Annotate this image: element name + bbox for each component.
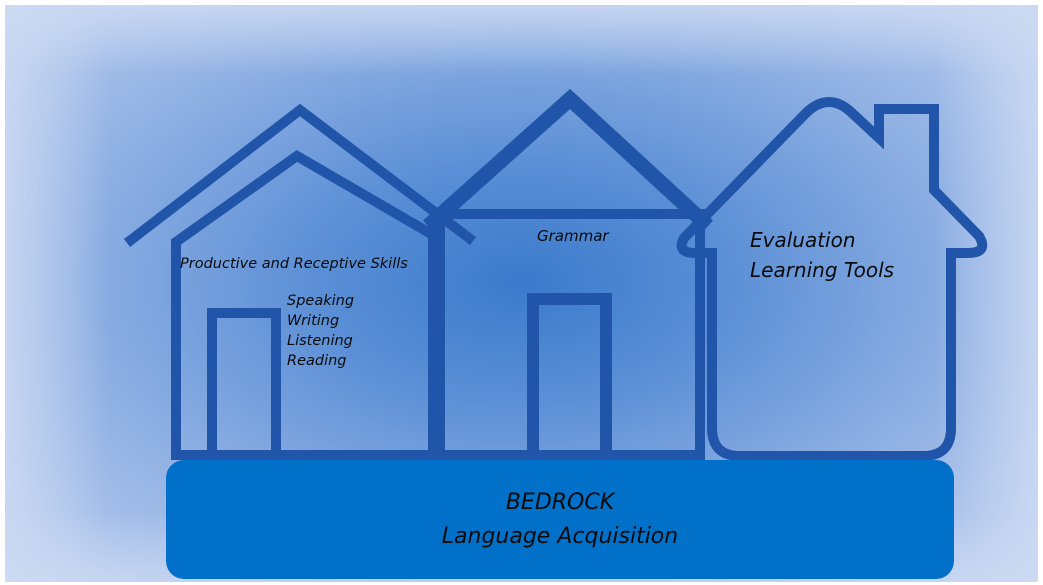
skills-list: Speaking Writing Listening Reading bbox=[287, 291, 354, 371]
skills-house-door bbox=[207, 308, 281, 455]
skill-item-writing: Writing bbox=[287, 313, 340, 329]
evaluation-house-labels: Evaluation Learning Tools bbox=[750, 225, 894, 285]
evaluation-house-body bbox=[676, 97, 988, 461]
skills-house-body bbox=[171, 150, 438, 460]
evaluation-label: Evaluation bbox=[750, 228, 856, 252]
bedrock-title: BEDROCK bbox=[505, 489, 615, 515]
skill-item-speaking: Speaking bbox=[287, 293, 355, 309]
bedrock-subtitle: Language Acquisition bbox=[441, 523, 679, 549]
skills-house-outer-roof bbox=[123, 103, 477, 247]
grammar-house-door bbox=[527, 293, 612, 455]
bedrock-foundation: BEDROCK Language Acquisition bbox=[166, 460, 954, 579]
learning-tools-label: Learning Tools bbox=[750, 258, 895, 282]
skill-item-reading: Reading bbox=[287, 353, 347, 369]
grammar-house-roof bbox=[423, 88, 714, 232]
grammar-house-title: Grammar bbox=[537, 227, 609, 245]
skill-item-listening: Listening bbox=[287, 333, 353, 349]
skills-house-title: Productive and Receptive Skills bbox=[180, 256, 408, 272]
grammar-house-body bbox=[435, 209, 705, 460]
